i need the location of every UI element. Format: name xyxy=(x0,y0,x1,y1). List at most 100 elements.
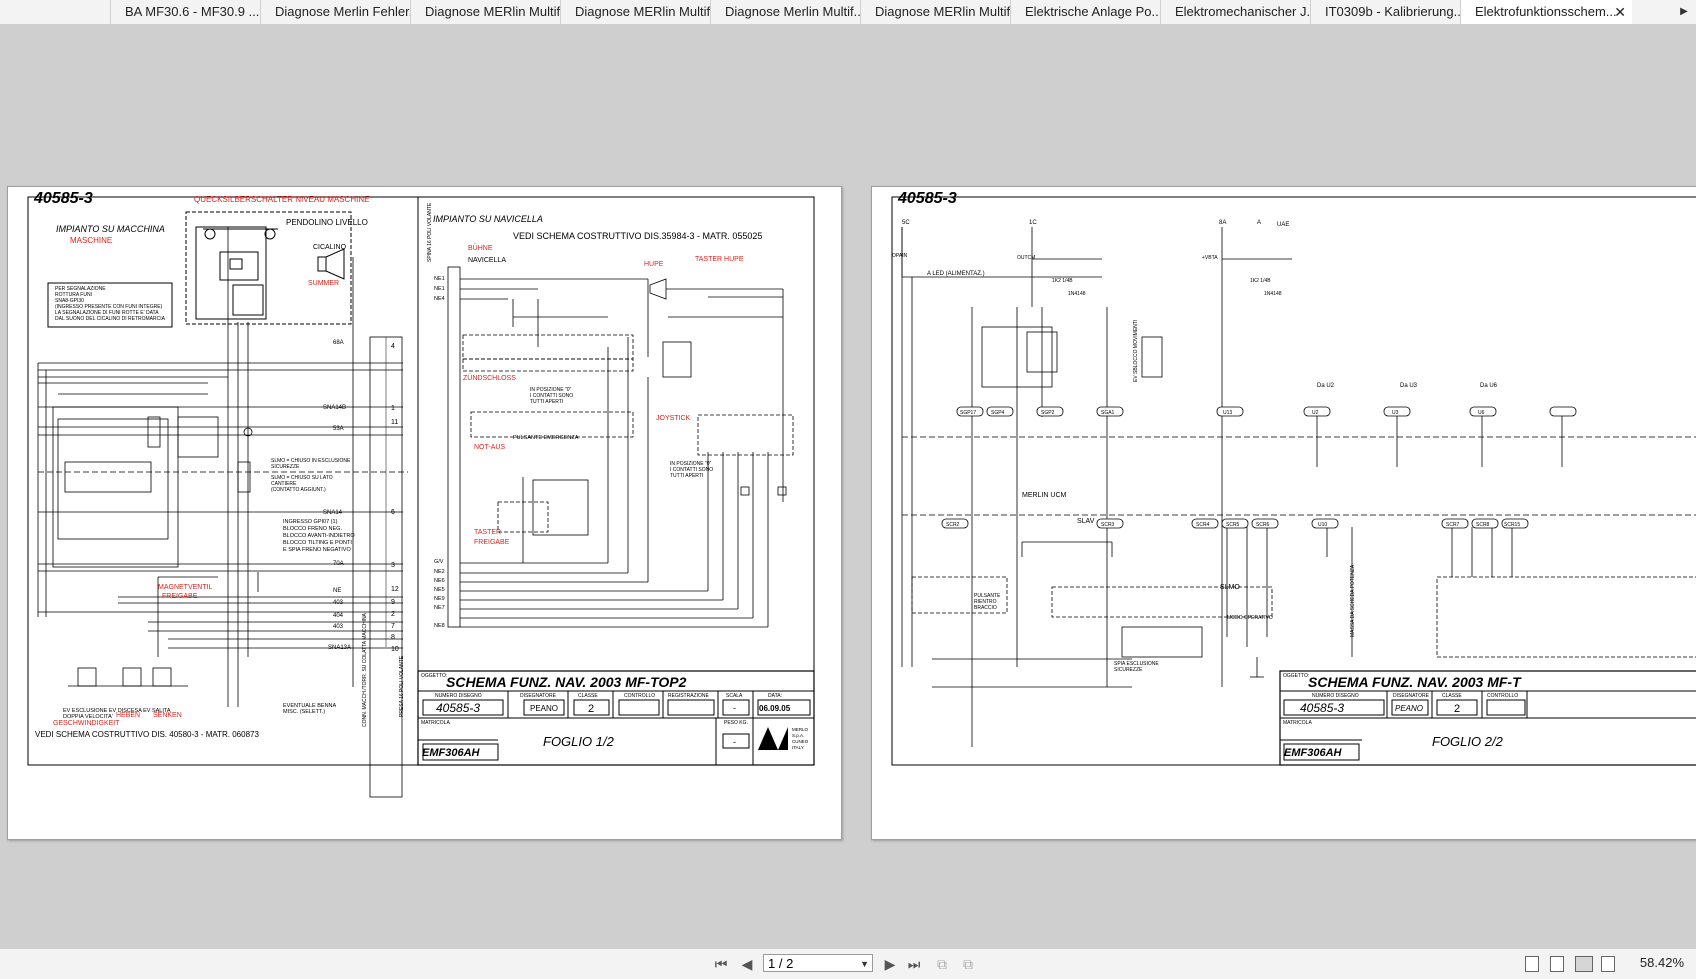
tb-class: 2 xyxy=(588,703,594,715)
doc-number-top-2: 40585-3 xyxy=(897,190,957,207)
led-label: A LED (ALIMENTAZ.) xyxy=(927,271,985,277)
tab-diagnose-merlin-multif-1[interactable]: Diagnose MERlin Multif... xyxy=(410,0,560,24)
tb-header: CLASSE xyxy=(578,693,598,699)
chevron-down-icon[interactable]: ▼ xyxy=(860,959,869,969)
two-page-view-icon[interactable] xyxy=(1575,956,1593,972)
page-1-drawing: 40585-3 QUECKSILBERSCHALTER NIVEAU MASCH… xyxy=(27,190,815,798)
connector-label: SCR5 xyxy=(1226,522,1240,528)
last-page-icon[interactable]: ⏭ xyxy=(907,956,921,972)
connector-label: SCR6 xyxy=(1256,522,1270,528)
diode-label: 1K2 1/4B xyxy=(1250,278,1271,284)
note-line: ROTTURA FUNI xyxy=(55,292,92,298)
tab-label: Elektrische Anlage Po... xyxy=(1025,4,1160,19)
label-geschwindigkeit: GESCHWINDIGKEIT xyxy=(53,720,120,727)
slav-label: SLAV xyxy=(1077,518,1095,525)
connector-label: SCR3 xyxy=(1101,522,1115,528)
tab-label: Elektrofunktionsschem... xyxy=(1475,4,1617,19)
terminal-label: NE8 xyxy=(434,623,445,629)
wire-label: SNA13A xyxy=(328,645,351,651)
label-pendolino: PENDOLINO LIVELLO xyxy=(286,218,368,227)
label-magnetventil: MAGNETVENTIL xyxy=(158,584,213,591)
benna-line: MISC. (SELETT.) xyxy=(283,709,325,715)
spina-label: SPINA 16 POLI VOLANTE xyxy=(427,202,433,262)
zoom-level[interactable]: 58.42% xyxy=(1639,955,1684,970)
tab-diagnose-merlin-multif-2[interactable]: Diagnose MERlin Multif... xyxy=(560,0,710,24)
tab-ba-mf30[interactable]: BA MF30.6 - MF30.9 ... xyxy=(110,0,260,24)
cicalino-symbol xyxy=(317,256,327,272)
note-line: PER SEGNALAZIONE xyxy=(55,286,106,292)
tb-header: SCALA xyxy=(726,693,743,699)
tab-diagnose-merlin-fehler[interactable]: Diagnose Merlin Fehler... xyxy=(260,0,410,24)
connector-label: SCR8 xyxy=(1476,522,1490,528)
tab-it0309b[interactable]: IT0309b - Kalibrierung... xyxy=(1310,0,1460,24)
tb-matricola: EMF306AH xyxy=(422,747,481,759)
note-box xyxy=(47,282,173,328)
pendolino-box xyxy=(185,211,352,325)
wire-label: SNA14 xyxy=(323,510,343,516)
company-line: MERLO xyxy=(792,727,809,732)
label-freigabe: FREIGABE xyxy=(162,593,198,600)
wire-number: 6 xyxy=(391,509,395,516)
wire-label: NE xyxy=(333,588,341,594)
first-page-icon[interactable]: ⏮ xyxy=(714,956,728,972)
ev-labels-2: DOPPIA VELOCITA' xyxy=(63,714,113,720)
wire-number: 9 xyxy=(391,599,395,606)
pulsante-line: RIENTRO xyxy=(974,599,997,605)
label-impianto-navicella: IMPIANTO SU NAVICELLA xyxy=(433,214,543,224)
tab-label: IT0309b - Kalibrierung... xyxy=(1325,4,1460,19)
ev-labels: EV ESCLUSIONE EV DISCESA EV SALITA xyxy=(63,708,171,714)
tab-scroll-right-icon[interactable]: ▶ xyxy=(1680,6,1688,17)
oggetto-label-2: OGGETTO: xyxy=(1283,673,1309,679)
tab-elektrische-anlage[interactable]: Elektrische Anlage Po... xyxy=(1010,0,1160,24)
close-tab-icon[interactable]: ✕ xyxy=(1614,4,1626,20)
joystick-posizione-line: I CONTATTI SONO xyxy=(670,467,713,473)
tb-header-2: CLASSE xyxy=(1442,693,1462,699)
connector-label: U3 xyxy=(1392,410,1399,416)
label-top: 5C xyxy=(902,220,910,226)
pulsante-line: PULSANTE xyxy=(974,593,1001,599)
company-line: ITALY xyxy=(792,745,804,750)
tb-header-2: CONTROLLO xyxy=(1487,693,1518,699)
wire-label: 53A xyxy=(333,426,344,432)
previous-page-icon[interactable]: ◀ xyxy=(741,956,753,972)
presa-label: PRESA 16 POLI VOLANTE xyxy=(399,655,405,717)
document-viewer[interactable]: 40585-3 QUECKSILBERSCHALTER NIVEAU MASCH… xyxy=(0,24,1696,948)
single-page-view-icon[interactable] xyxy=(1525,956,1539,972)
tb-drawing-number-2: 40585-3 xyxy=(1300,701,1344,715)
label-buehne: BÜHNE xyxy=(468,244,493,252)
label-joystick: JOYSTICK xyxy=(656,415,691,422)
two-page-continuous-view-icon[interactable] xyxy=(1601,956,1615,972)
tab-diagnose-merlin-multif-3[interactable]: Diagnose Merlin Multif... xyxy=(710,0,860,24)
continuous-view-icon[interactable] xyxy=(1550,956,1564,972)
note-line: SNA8-GPI30 xyxy=(55,298,84,304)
label-taster-hupe: TASTER HUPE xyxy=(695,256,744,263)
tab-diagnose-merlin-multif-4[interactable]: Diagnose MERlin Multif... xyxy=(860,0,1010,24)
paste-icon[interactable]: ⧉ xyxy=(963,956,973,972)
tab-elektrofunktionsschema[interactable]: Elektrofunktionsschem... ✕ xyxy=(1460,0,1632,24)
ingresso-line: BLOCCO AVANTI-INDIETRO xyxy=(283,533,355,539)
page-number-input[interactable]: 1 / 2 ▼ xyxy=(763,954,873,972)
tb-foglio-2: FOGLIO 2/2 xyxy=(1432,734,1504,749)
wire-number: 11 xyxy=(391,419,398,426)
page-frame xyxy=(891,196,1696,766)
connector-pills xyxy=(941,406,1577,529)
page-2-drawing: 40585-3 5C 1C 8A A UAE OPAIN OUTCM +VBTA… xyxy=(891,190,1696,766)
connector-label: SGA1 xyxy=(1101,410,1115,416)
oggetto-label: OGGETTO: xyxy=(421,673,447,679)
next-page-icon[interactable]: ▶ xyxy=(884,956,896,972)
wire-number: 2 xyxy=(391,611,395,618)
terminal-label: NE4 xyxy=(434,296,445,302)
label-heben: HEBEN xyxy=(116,712,140,719)
wire-number: 7 xyxy=(391,623,395,630)
in-posizione-line: TUTTI APERTI xyxy=(530,399,563,405)
label-cicalino: CICALINO xyxy=(313,244,347,251)
merlin-ucm: MERLIN UCM xyxy=(1022,492,1067,499)
tab-label: Elektromechanischer J... xyxy=(1175,4,1310,19)
modo-operativo: MODO OPERATIVO xyxy=(1227,615,1273,621)
note-line: LA SEGNALAZIONE DI FUNI ROTTE E' DATA xyxy=(55,310,159,316)
title-block-page1 xyxy=(417,670,815,766)
tab-elektromechanischer[interactable]: Elektromechanischer J... xyxy=(1160,0,1310,24)
slmo-note-line: SLMO = CHIUSO SU LATO xyxy=(271,475,333,481)
ingresso-line: E SPIA FRENO NEGATIVO xyxy=(283,547,351,553)
copy-icon[interactable]: ⧉ xyxy=(937,956,947,972)
